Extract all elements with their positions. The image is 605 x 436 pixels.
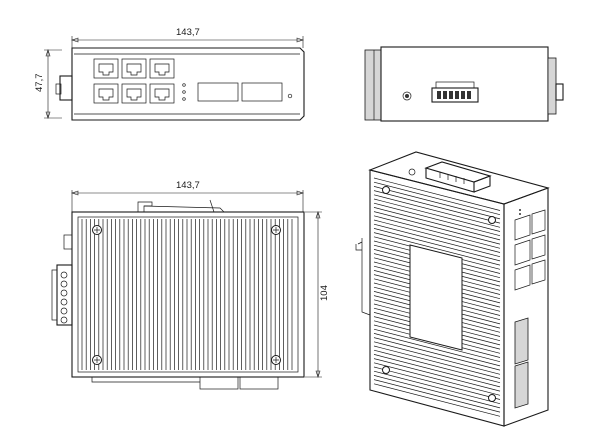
front-width-label: 143,7 (176, 27, 200, 38)
isometric-fin-line (373, 337, 501, 371)
isometric-fin-line (373, 186, 501, 220)
heatsink-fins (81, 219, 293, 370)
isometric-rj45-ports (514, 209, 546, 291)
isometric-fin-line (373, 379, 501, 413)
isometric-fin-line (373, 228, 501, 262)
isometric-sfp-slot-2 (514, 361, 529, 409)
top-width-label: 143,7 (176, 180, 200, 191)
isometric-fin-line (373, 345, 501, 379)
isometric-sfp-slot-1 (514, 317, 529, 365)
isometric-fin-line (373, 341, 501, 375)
isometric-fin-line (373, 232, 501, 266)
isometric-fin-line (373, 354, 501, 388)
isometric-fin-line (373, 328, 501, 363)
front-sfp-slot-1 (197, 82, 239, 102)
isometric-fin-line (373, 370, 501, 405)
top-view-terminal-screws (60, 271, 68, 324)
isometric-fin-line (373, 358, 501, 392)
front-height-label: 47,7 (34, 74, 45, 93)
isometric-view (355, 151, 550, 427)
isometric-fin-line (373, 219, 501, 253)
isometric-fin-line (373, 211, 501, 245)
isometric-fin-line (373, 362, 501, 396)
isometric-fin-line (373, 198, 501, 232)
isometric-fin-line (373, 194, 501, 228)
isometric-fin-line (373, 177, 501, 211)
top-depth-label: 104 (319, 285, 330, 301)
isometric-fin-line (373, 366, 501, 400)
label-window (409, 244, 463, 351)
side-view (364, 46, 564, 122)
isometric-fin-line (373, 375, 501, 409)
isometric-fin-line (373, 181, 501, 216)
isometric-fin-line (373, 190, 501, 224)
isometric-fin-line (373, 207, 501, 241)
isometric-fin-line (373, 333, 501, 367)
power-terminal-block (431, 81, 479, 103)
front-rj45-ports (93, 58, 175, 104)
front-sfp-slot-2 (241, 82, 283, 102)
front-view: 143,7 47,7 (34, 27, 305, 121)
isometric-fin-line (373, 223, 501, 258)
isometric-fin-line (373, 383, 501, 417)
top-view: 143,7 104 (51, 180, 330, 390)
isometric-fin-line (373, 202, 501, 237)
isometric-fin-line (373, 349, 501, 384)
isometric-fin-line (373, 215, 501, 249)
